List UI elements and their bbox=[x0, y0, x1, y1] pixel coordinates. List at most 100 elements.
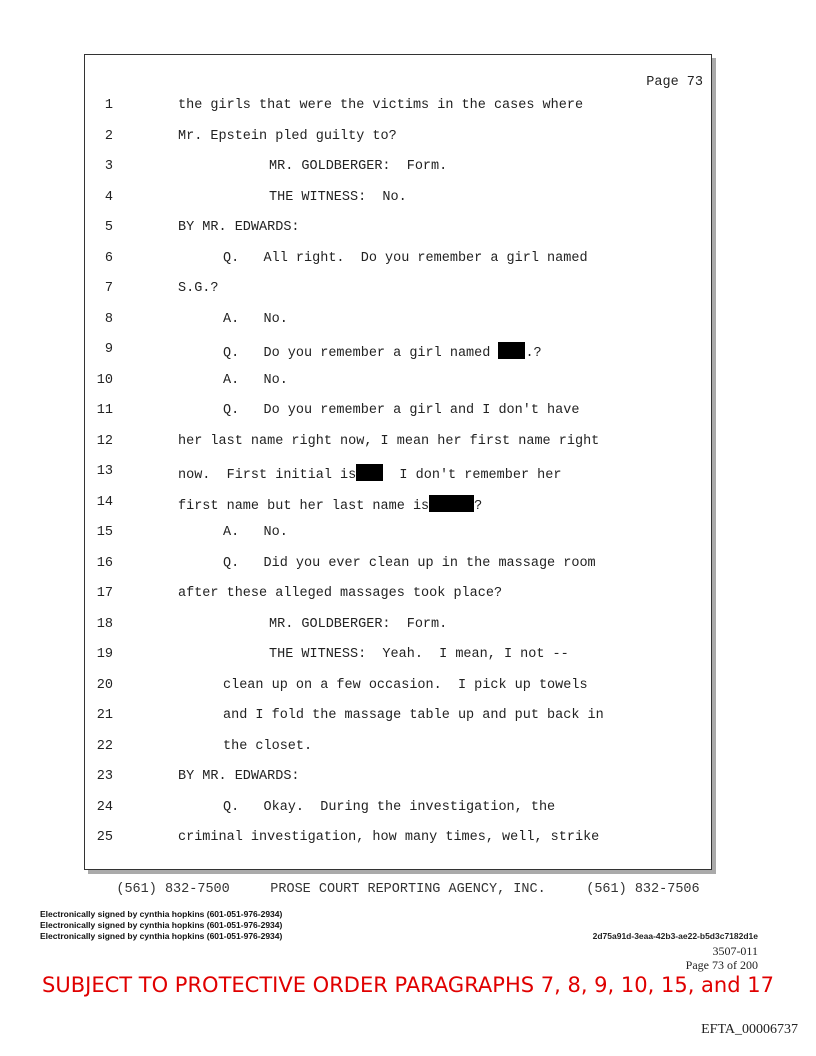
line-text-content: now. First initial is bbox=[178, 468, 357, 483]
line-text-after-redaction: .? bbox=[525, 346, 542, 361]
document-hash: 2d75a91d-3eaa-42b3-ae22-b5d3c7182d1e bbox=[592, 931, 758, 941]
line-number: 6 bbox=[104, 250, 113, 266]
line-number: 1 bbox=[104, 98, 113, 113]
line-text: and I fold the massage table up and put … bbox=[223, 708, 604, 723]
reporting-agency-footer: (561) 832-7500 PROSE COURT REPORTING AGE… bbox=[116, 882, 700, 897]
line-number: 2 bbox=[104, 128, 113, 144]
line-text-content: Q. Do you remember a girl named bbox=[223, 346, 499, 361]
line-text-content: A. No. bbox=[223, 525, 288, 540]
line-text-content: Q. Did you ever clean up in the massage … bbox=[223, 555, 596, 571]
line-text: Q. Do you remember a girl and I don't ha… bbox=[223, 403, 579, 418]
protective-order-notice: SUBJECT TO PROTECTIVE ORDER PARAGRAPHS 7… bbox=[42, 973, 774, 997]
redaction-box bbox=[498, 342, 526, 359]
line-text: after these alleged massages took place? bbox=[178, 586, 502, 601]
line-text-content: A. No. bbox=[223, 311, 288, 327]
line-text-content: Q. Okay. During the investigation, the bbox=[223, 799, 556, 815]
line-number: 7 bbox=[104, 281, 113, 296]
transcript-line: 20 clean up on a few occasion. I pick up … bbox=[85, 678, 711, 698]
line-number: 20 bbox=[96, 677, 113, 693]
transcript-line: 11 Q. Do you remember a girl and I don't … bbox=[85, 403, 711, 423]
line-text-content: the closet. bbox=[223, 738, 313, 754]
line-text-content: THE WITNESS: Yeah. I mean, I not -- bbox=[269, 647, 569, 662]
line-text: Q. Okay. During the investigation, the bbox=[223, 800, 555, 815]
line-text: the girls that were the victims in the c… bbox=[178, 98, 583, 113]
line-text-content: S.G.? bbox=[178, 281, 219, 296]
transcript-line: 19 THE WITNESS: Yeah. I mean, I not -- bbox=[85, 647, 711, 667]
line-text: Q. All right. Do you remember a girl nam… bbox=[223, 251, 588, 266]
bates-number: EFTA_00006737 bbox=[701, 1022, 798, 1037]
transcript-line: 1 the girls that were the victims in the … bbox=[85, 98, 711, 118]
line-text: BY MR. EDWARDS: bbox=[178, 769, 300, 784]
line-text: MR. GOLDBERGER: Form. bbox=[269, 159, 447, 174]
line-number: 13 bbox=[96, 464, 113, 479]
line-text-content: the girls that were the victims in the c… bbox=[178, 98, 584, 113]
page-number: Page 73 bbox=[646, 75, 703, 90]
line-text: MR. GOLDBERGER: Form. bbox=[269, 617, 447, 632]
line-text: Q. Do you remember a girl named .? bbox=[223, 342, 542, 361]
line-number: 17 bbox=[96, 586, 113, 601]
line-text: first name but her last name is? bbox=[178, 494, 483, 514]
redaction-box bbox=[429, 494, 475, 512]
line-number: 15 bbox=[96, 525, 113, 540]
transcript-line: 8 A. No. bbox=[85, 312, 711, 332]
transcript-line: 6 Q. All right. Do you remember a girl na… bbox=[85, 251, 711, 271]
line-number: 10 bbox=[96, 372, 113, 388]
transcript-line: 25 criminal investigation, how many times… bbox=[85, 830, 711, 850]
transcript-line: 7 S.G.? bbox=[85, 281, 711, 301]
line-number: 4 bbox=[104, 189, 113, 205]
line-text: Q. Did you ever clean up in the massage … bbox=[223, 556, 596, 571]
line-number: 5 bbox=[104, 220, 113, 235]
page-of-total: Page 73 of 200 bbox=[685, 958, 758, 972]
line-text-content: after these alleged massages took place? bbox=[178, 586, 503, 601]
transcript-line: 17 after these alleged massages took plac… bbox=[85, 586, 711, 606]
line-text: her last name right now, I mean her firs… bbox=[178, 434, 599, 449]
transcript-line: 4 THE WITNESS: No. bbox=[85, 190, 711, 210]
line-text-content: criminal investigation, how many times, … bbox=[178, 830, 600, 845]
line-text: S.G.? bbox=[178, 281, 219, 296]
line-number: 21 bbox=[96, 708, 113, 723]
line-text-content: Q. All right. Do you remember a girl nam… bbox=[223, 250, 588, 266]
line-text-content: THE WITNESS: No. bbox=[269, 189, 407, 205]
transcript-line: 12 her last name right now, I mean her fi… bbox=[85, 434, 711, 454]
line-text-after-redaction: ? bbox=[474, 498, 483, 514]
redaction-box bbox=[356, 464, 384, 481]
line-text-content: Q. Do you remember a girl and I don't ha… bbox=[223, 403, 580, 418]
transcript-line: 21 and I fold the massage table up and pu… bbox=[85, 708, 711, 728]
line-number: 19 bbox=[96, 647, 113, 662]
line-number: 25 bbox=[96, 830, 113, 845]
line-text: criminal investigation, how many times, … bbox=[178, 830, 599, 845]
line-number: 11 bbox=[96, 403, 113, 418]
line-text: THE WITNESS: Yeah. I mean, I not -- bbox=[269, 647, 569, 662]
line-number: 18 bbox=[96, 616, 113, 632]
line-text: BY MR. EDWARDS: bbox=[178, 220, 300, 235]
line-text: now. First initial is I don't remember h… bbox=[178, 464, 561, 483]
line-text-content: A. No. bbox=[223, 372, 288, 388]
line-text-content: clean up on a few occasion. I pick up to… bbox=[223, 677, 588, 693]
line-text-content: Mr. Epstein pled guilty to? bbox=[178, 128, 397, 144]
line-text-content: BY MR. EDWARDS: bbox=[178, 769, 300, 784]
signature-line: Electronically signed by cynthia hopkins… bbox=[40, 920, 283, 930]
line-text: A. No. bbox=[223, 373, 288, 388]
transcript-line: 2 Mr. Epstein pled guilty to? bbox=[85, 129, 711, 149]
line-text: the closet. bbox=[223, 739, 312, 754]
transcript-line: 5 BY MR. EDWARDS: bbox=[85, 220, 711, 240]
line-number: 22 bbox=[96, 738, 113, 754]
line-text: clean up on a few occasion. I pick up to… bbox=[223, 678, 588, 693]
line-text-content: MR. GOLDBERGER: Form. bbox=[269, 159, 448, 174]
line-text-content: BY MR. EDWARDS: bbox=[178, 220, 300, 235]
line-text-content: MR. GOLDBERGER: Form. bbox=[269, 616, 448, 632]
transcript-line: 15 A. No. bbox=[85, 525, 711, 545]
transcript-line: 22 the closet. bbox=[85, 739, 711, 759]
line-text: THE WITNESS: No. bbox=[269, 190, 407, 205]
line-text-content: first name but her last name is bbox=[178, 498, 430, 514]
line-text-content: her last name right now, I mean her firs… bbox=[178, 433, 600, 449]
line-number: 12 bbox=[96, 433, 113, 449]
line-number: 8 bbox=[104, 311, 113, 327]
document-number: 3507-011 bbox=[712, 944, 758, 958]
signature-line: Electronically signed by cynthia hopkins… bbox=[40, 909, 283, 919]
